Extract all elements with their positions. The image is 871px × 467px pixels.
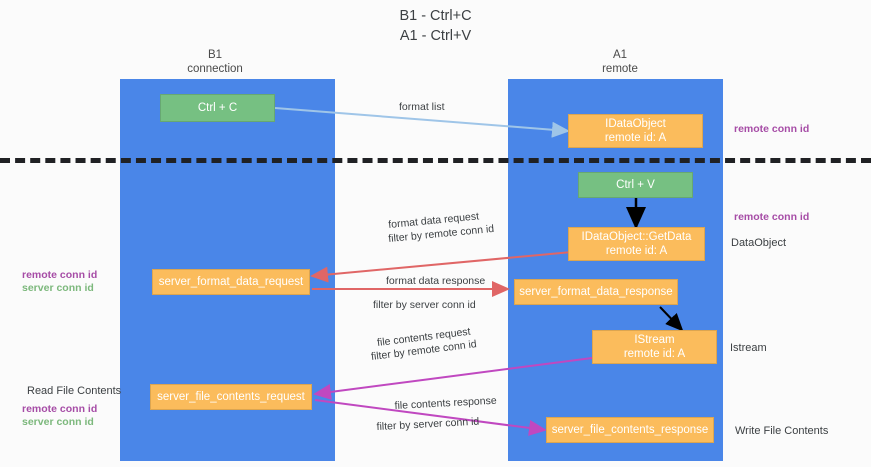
column-header-a1: A1 remote [555, 48, 685, 76]
annotation-istream: Istream [730, 342, 767, 354]
box-server-format-data-request-label: server_format_data_request [158, 276, 304, 288]
annotation-remote-conn-id-mid: remote conn id [734, 211, 810, 223]
box-idataobject[interactable]: IDataObject remote id: A [568, 114, 703, 148]
box-idataobject-getdata[interactable]: IDataObject::GetData remote id: A [568, 227, 705, 261]
page-title: B1 - Ctrl+C A1 - Ctrl+V [0, 6, 871, 46]
box-ctrl-c[interactable]: Ctrl + C [160, 94, 275, 122]
annotation-left-server-conn-id-2: server conn id [22, 416, 94, 428]
box-idataobject-getdata-remote-id: remote id: A [605, 245, 668, 257]
box-istream-remote-id: remote id: A [623, 348, 686, 360]
edge-label-format-data-response: format data response [386, 275, 486, 287]
filter-prefix: filter by [387, 229, 426, 246]
column-header-a1-role: remote [602, 63, 638, 75]
box-istream[interactable]: IStream remote id: A [592, 330, 717, 364]
box-server-file-contents-request-label: server_file_contents_request [157, 391, 305, 403]
column-header-a1-name: A1 [612, 49, 628, 61]
column-header-b1-name: B1 [207, 49, 223, 61]
annotation-remote-conn-id-top: remote conn id [734, 123, 810, 135]
title-line-1: B1 - Ctrl+C [399, 8, 472, 24]
box-server-format-data-response-label: server_format_data_response [519, 286, 673, 298]
box-ctrl-c-label: Ctrl + C [197, 102, 238, 114]
annotation-dataobject: DataObject [731, 237, 787, 249]
edge-label-file-contents-response-filter: filter by server conn id [376, 416, 479, 434]
edge-label-format-data-response-filter: filter by server conn id [373, 299, 476, 312]
box-server-file-contents-response-label: server_file_contents_response [551, 424, 709, 436]
annotation-write-file-contents: Write File Contents [735, 425, 829, 437]
box-idataobject-getdata-label: IDataObject::GetData [581, 231, 692, 243]
title-line-2: A1 - Ctrl+V [399, 28, 472, 44]
box-idataobject-label: IDataObject [605, 118, 666, 130]
box-idataobject-remote-id: remote id: A [604, 132, 667, 144]
annotation-left-remote-conn-id-2: remote conn id [22, 403, 98, 415]
column-header-b1-role: connection [187, 63, 243, 75]
annotation-read-file-contents: Read File Contents [27, 385, 122, 397]
filter-key-server-conn-id: server conn id [409, 299, 476, 311]
box-ctrl-v-label: Ctrl + V [616, 179, 655, 191]
section-divider [0, 158, 871, 163]
box-server-format-data-response[interactable]: server_format_data_response [514, 279, 678, 305]
box-server-file-contents-request[interactable]: server_file_contents_request [150, 384, 312, 410]
filter-key-server-conn-id-2: server conn id [413, 415, 480, 432]
column-header-b1: B1 connection [150, 48, 280, 76]
box-istream-label: IStream [634, 334, 675, 346]
box-ctrl-v[interactable]: Ctrl + V [578, 172, 693, 198]
filter-prefix-4: filter by [376, 419, 414, 434]
edge-label-file-contents-response: file contents response [394, 394, 497, 413]
annotation-left-remote-conn-id: remote conn id [22, 269, 98, 281]
edge-label-format-list: format list [399, 101, 445, 113]
filter-prefix-3: filter by [370, 346, 409, 364]
box-server-file-contents-response[interactable]: server_file_contents_response [546, 417, 714, 443]
box-server-format-data-request[interactable]: server_format_data_request [152, 269, 310, 295]
filter-prefix-2: filter by [373, 299, 410, 311]
annotation-left-server-conn-id: server conn id [22, 282, 94, 294]
